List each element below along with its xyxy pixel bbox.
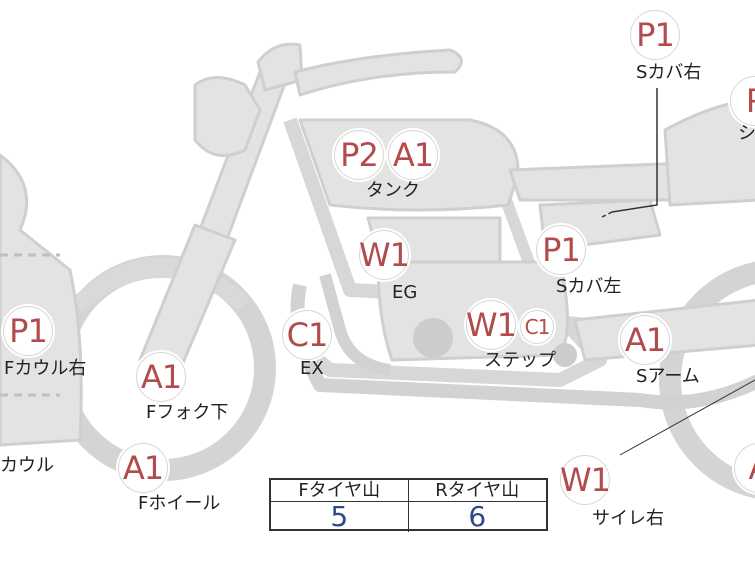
label-seat: シ [738, 123, 755, 144]
label-engine: EG [392, 282, 418, 303]
grade-badge-step-w1[interactable]: W1 [466, 300, 517, 350]
label-f-cowl-right: Fカウル右 [4, 358, 87, 379]
grade-badge-f-cowl-right[interactable]: P1 [3, 306, 53, 356]
label-s-cover-right: Sカバ右 [636, 62, 702, 83]
grade-badge-swing-arm[interactable]: A1 [620, 315, 670, 365]
grade-badge-tank-a1[interactable]: A1 [388, 130, 438, 180]
silencer-leader [619, 379, 755, 456]
grade-badge-silencer-right[interactable]: W1 [560, 455, 611, 505]
label-f-fork-lower: Fフォク下 [146, 402, 229, 423]
label-s-cover-left: Sカバ左 [556, 276, 622, 297]
grade-badge-s-cover-left[interactable]: P1 [536, 225, 586, 275]
headlight-shape [193, 76, 262, 158]
s-cover-right-leader [611, 88, 658, 213]
label-step: ステップ [484, 350, 556, 371]
label-exhaust: EX [300, 358, 324, 379]
label-tank: タンク [366, 180, 420, 201]
engine-cover-shape [413, 318, 453, 358]
grade-badge-s-cover-right[interactable]: P1 [630, 10, 680, 60]
front-tire-tread-value[interactable]: 5 [271, 502, 409, 532]
bar-shape [293, 48, 463, 97]
grade-badge-f-wheel[interactable]: A1 [118, 443, 168, 493]
s-cover-right-leader-dash [599, 211, 613, 219]
rear-wheel-shape [659, 261, 755, 499]
grade-badge-engine[interactable]: W1 [359, 230, 410, 280]
rear-body-shape [663, 98, 755, 207]
label-silencer-right: サイレ右 [592, 508, 664, 529]
table-header-front-tire: Fタイヤ山 [271, 480, 409, 502]
grade-badge-f-fork-lower[interactable]: A1 [136, 352, 186, 402]
label-f-cowl: カウル [0, 455, 54, 476]
grade-badge-tank-p2[interactable]: P2 [334, 130, 384, 180]
exhaust-2-shape [319, 273, 391, 376]
step-peg-shape [553, 343, 577, 367]
rear-tire-tread-value[interactable]: 6 [468, 500, 487, 533]
label-swing-arm: Sアーム [636, 366, 700, 387]
table-header-rear-tire: Rタイヤ山 [408, 480, 546, 502]
label-f-wheel: Fホイール [138, 493, 221, 514]
front-cowl-shape [0, 153, 83, 447]
handlebar-shape [256, 42, 304, 92]
grade-badge-step-c1[interactable]: C1 [520, 310, 554, 344]
grade-badge-exhaust[interactable]: C1 [282, 310, 332, 360]
tire-tread-table: Fタイヤ山 Rタイヤ山 5 6 [269, 478, 548, 533]
